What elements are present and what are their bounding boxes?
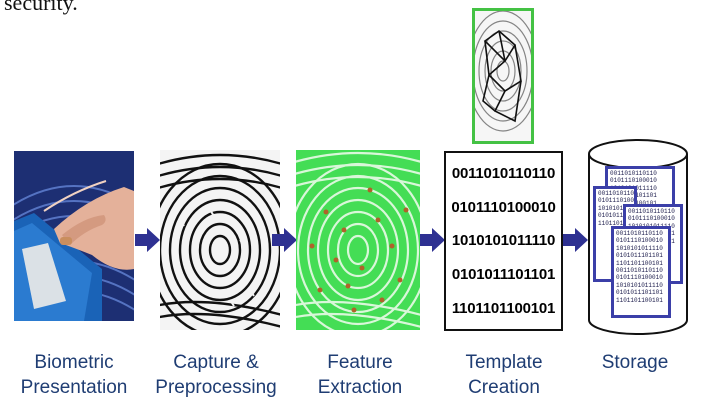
binary-line: 0011010110110 (598, 190, 637, 197)
binary-line: 1101101100101 (616, 259, 663, 267)
arrow-right-icon (563, 228, 588, 252)
storage-database-image: 0011010110110 0101110100010 101010101111… (587, 138, 689, 338)
stage-label-line: Extraction (317, 377, 403, 398)
stage-label-line: Preprocessing (155, 377, 277, 398)
biometric-presentation-image (14, 151, 134, 321)
feature-extraction-image (296, 150, 420, 330)
binary-line: 0101110100010 (598, 197, 637, 205)
binary-line: 0101110100010 (616, 237, 663, 245)
binary-line: 0011010110110 (628, 208, 675, 215)
stage-label-line: Capture & (173, 352, 259, 373)
stage-label-line: Creation (468, 377, 540, 398)
header-fragment: security. (4, 0, 78, 15)
binary-line: 1101101100101 (451, 299, 556, 317)
arrow-right-icon (272, 228, 297, 252)
stage-label-feature-extraction: Feature Extraction (290, 350, 430, 400)
binary-line: 0101110100010 (610, 177, 657, 185)
storage-binary-card: 0011010110110 0101110100010 101010101111… (611, 226, 671, 318)
stage-label-line: Template (465, 352, 543, 373)
binary-line: 1010101011110 (616, 281, 663, 289)
binary-line: 1010101011110 (451, 232, 556, 250)
stage-label-biometric-presentation: Biometric Presentation (4, 350, 144, 400)
capture-fingerprint-image (160, 150, 280, 330)
template-binary-box: 0011010110110 0101110100010 101010101111… (444, 151, 563, 331)
binary-line: 0101011101101 (451, 266, 556, 284)
fingerprint-template-image (472, 8, 534, 144)
binary-line: 0101110100010 (451, 198, 556, 216)
stage-label-line: Feature (327, 352, 393, 373)
binary-line: 1010101011110 (598, 204, 634, 212)
arrow-right-icon (420, 228, 445, 252)
binary-line: 0011010110110 (616, 230, 663, 237)
binary-line: 1101101100101 (598, 219, 634, 227)
binary-line: 0101011101101 (616, 289, 663, 297)
stage-label-template-creation: Template Creation (434, 350, 574, 400)
stage-label-storage: Storage (570, 350, 700, 375)
binary-line: 0101110100010 (616, 274, 663, 282)
binary-line: 1101101100101 (616, 296, 663, 304)
binary-line: 0101011101101 (616, 252, 663, 260)
binary-line: 0011010110110 (616, 267, 663, 275)
binary-line: 0101011101101 (598, 212, 634, 220)
stage-label-line: Storage (601, 352, 669, 373)
stage-label-line: Biometric (34, 352, 114, 373)
binary-line: 0011010110110 (610, 170, 657, 177)
binary-line: 0011010110110 (451, 165, 556, 183)
binary-line: 1010101011110 (616, 244, 663, 252)
arrow-right-icon (135, 228, 160, 252)
binary-line: 0101110100010 (628, 215, 675, 223)
stage-label-capture-preprocessing: Capture & Preprocessing (146, 350, 286, 400)
stage-label-line: Presentation (20, 377, 128, 398)
